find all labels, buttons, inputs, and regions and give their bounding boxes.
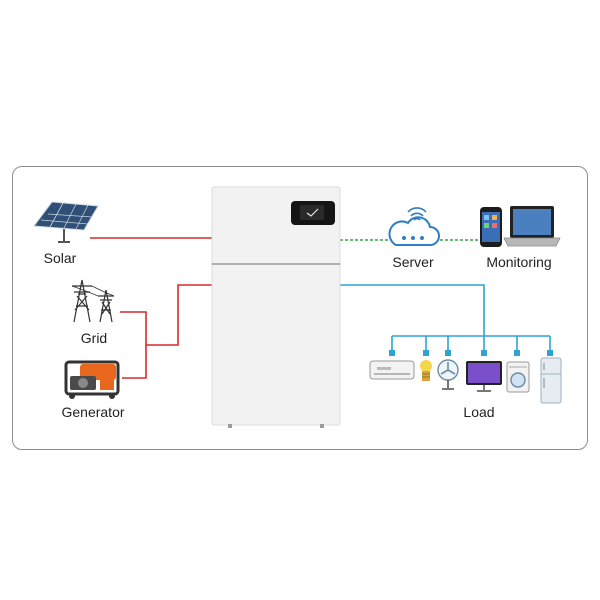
monitoring-label: Monitoring [486,254,552,270]
load-line [340,284,553,356]
monitor-icon [466,361,502,392]
generator-icon [64,360,120,399]
grid-generator-power-line [120,284,212,379]
solar-label: Solar [43,250,77,266]
battery-cabinet-icon [211,186,341,428]
washing-machine-icon [506,361,530,393]
grid-label: Grid [80,330,108,346]
laptop-icon [503,206,561,247]
load-label: Load [463,404,495,420]
server-label: Server [392,254,434,270]
smartphone-icon [480,207,502,247]
refrigerator-icon [540,357,562,404]
grid-tower-icon [71,279,115,323]
solar-panel-icon [33,201,99,243]
generator-label: Generator [61,404,125,420]
server-cloud-icon [388,207,440,246]
fan-icon [437,359,459,390]
air-conditioner-icon [369,360,415,380]
light-bulb-icon [420,360,432,381]
